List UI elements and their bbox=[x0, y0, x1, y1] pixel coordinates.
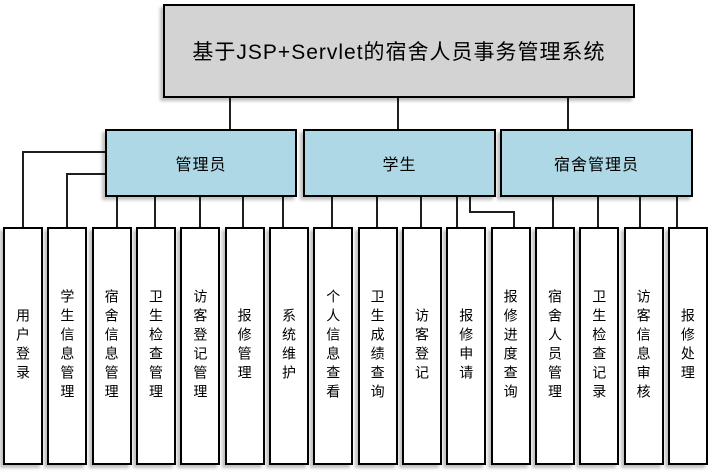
role-node-student-label: 学生 bbox=[382, 157, 417, 174]
role-node-dorm-admin-label: 宿舍管理员 bbox=[553, 157, 639, 174]
leaf-node-user-login: 用户登录 bbox=[3, 227, 43, 465]
leaf-label: 用户登录 bbox=[15, 308, 31, 384]
leaf-node-hygiene-check-mgmt: 卫生检查管理 bbox=[135, 227, 176, 465]
leaf-node-dorm-personnel-mgmt: 宿舍人员管理 bbox=[534, 227, 575, 465]
root-to-roles-connector bbox=[229, 98, 569, 129]
leaf-label: 系统维护 bbox=[280, 308, 297, 384]
role-node-admin-label: 管理员 bbox=[175, 157, 227, 174]
role-node-dorm-admin: 宿舍管理员 bbox=[500, 129, 693, 197]
root-node: 基于JSP+Servlet的宿舍人员事务管理系统 bbox=[163, 4, 635, 98]
leaf-label: 学生信息管理 bbox=[59, 289, 76, 403]
leaf-node-repair-mgmt: 报修管理 bbox=[224, 227, 265, 465]
leaf-label: 个人信息查看 bbox=[325, 289, 342, 403]
dorm-children-connector bbox=[552, 197, 678, 227]
leaf-node-visitor-register: 访客登记 bbox=[401, 227, 442, 465]
leaf-label: 访客信息审核 bbox=[635, 289, 652, 403]
leaf-node-visitor-info-review: 访客信息审核 bbox=[623, 227, 664, 465]
leaf-node-hygiene-score-query: 卫生成绩查询 bbox=[357, 227, 398, 465]
role-node-admin: 管理员 bbox=[105, 129, 297, 197]
leaf-label: 宿舍信息管理 bbox=[103, 289, 120, 403]
leaf-node-hygiene-check-record: 卫生检查记录 bbox=[579, 227, 620, 465]
leaf-label: 访客登记 bbox=[413, 308, 430, 384]
root-node-label: 基于JSP+Servlet的宿舍人员事务管理系统 bbox=[192, 41, 606, 64]
leaf-label: 报修管理 bbox=[236, 308, 253, 384]
leaf-row: 用户登录 学生信息管理 宿舍信息管理 卫生检查管理 访客登记管理 报修管理 系统… bbox=[3, 227, 708, 465]
leaf-node-dorm-info-mgmt: 宿舍信息管理 bbox=[91, 227, 132, 465]
student-children-connector bbox=[331, 197, 515, 227]
leaf-label: 卫生检查记录 bbox=[591, 289, 608, 403]
leaf-node-visitor-register-mgmt: 访客登记管理 bbox=[180, 227, 221, 465]
leaf-label: 报修进度查询 bbox=[502, 289, 519, 403]
leaf-node-repair-handling: 报修处理 bbox=[667, 227, 708, 465]
leaf-node-repair-progress-query: 报修进度查询 bbox=[490, 227, 531, 465]
leaf-label: 报修处理 bbox=[679, 308, 696, 384]
role-node-student: 学生 bbox=[303, 129, 496, 197]
leaf-node-system-maintenance: 系统维护 bbox=[268, 227, 309, 465]
leaf-label: 宿舍人员管理 bbox=[546, 289, 563, 403]
leaf-label: 卫生成绩查询 bbox=[369, 289, 386, 403]
leaf-node-student-info-mgmt: 学生信息管理 bbox=[47, 227, 88, 465]
leaf-label: 卫生检查管理 bbox=[147, 289, 164, 403]
leaf-node-repair-request: 报修申请 bbox=[446, 227, 487, 465]
admin-children-connector bbox=[22, 151, 284, 227]
leaf-node-personal-info-view: 个人信息查看 bbox=[313, 227, 354, 465]
leaf-label: 访客登记管理 bbox=[192, 289, 209, 403]
leaf-label: 报修申请 bbox=[458, 308, 475, 384]
